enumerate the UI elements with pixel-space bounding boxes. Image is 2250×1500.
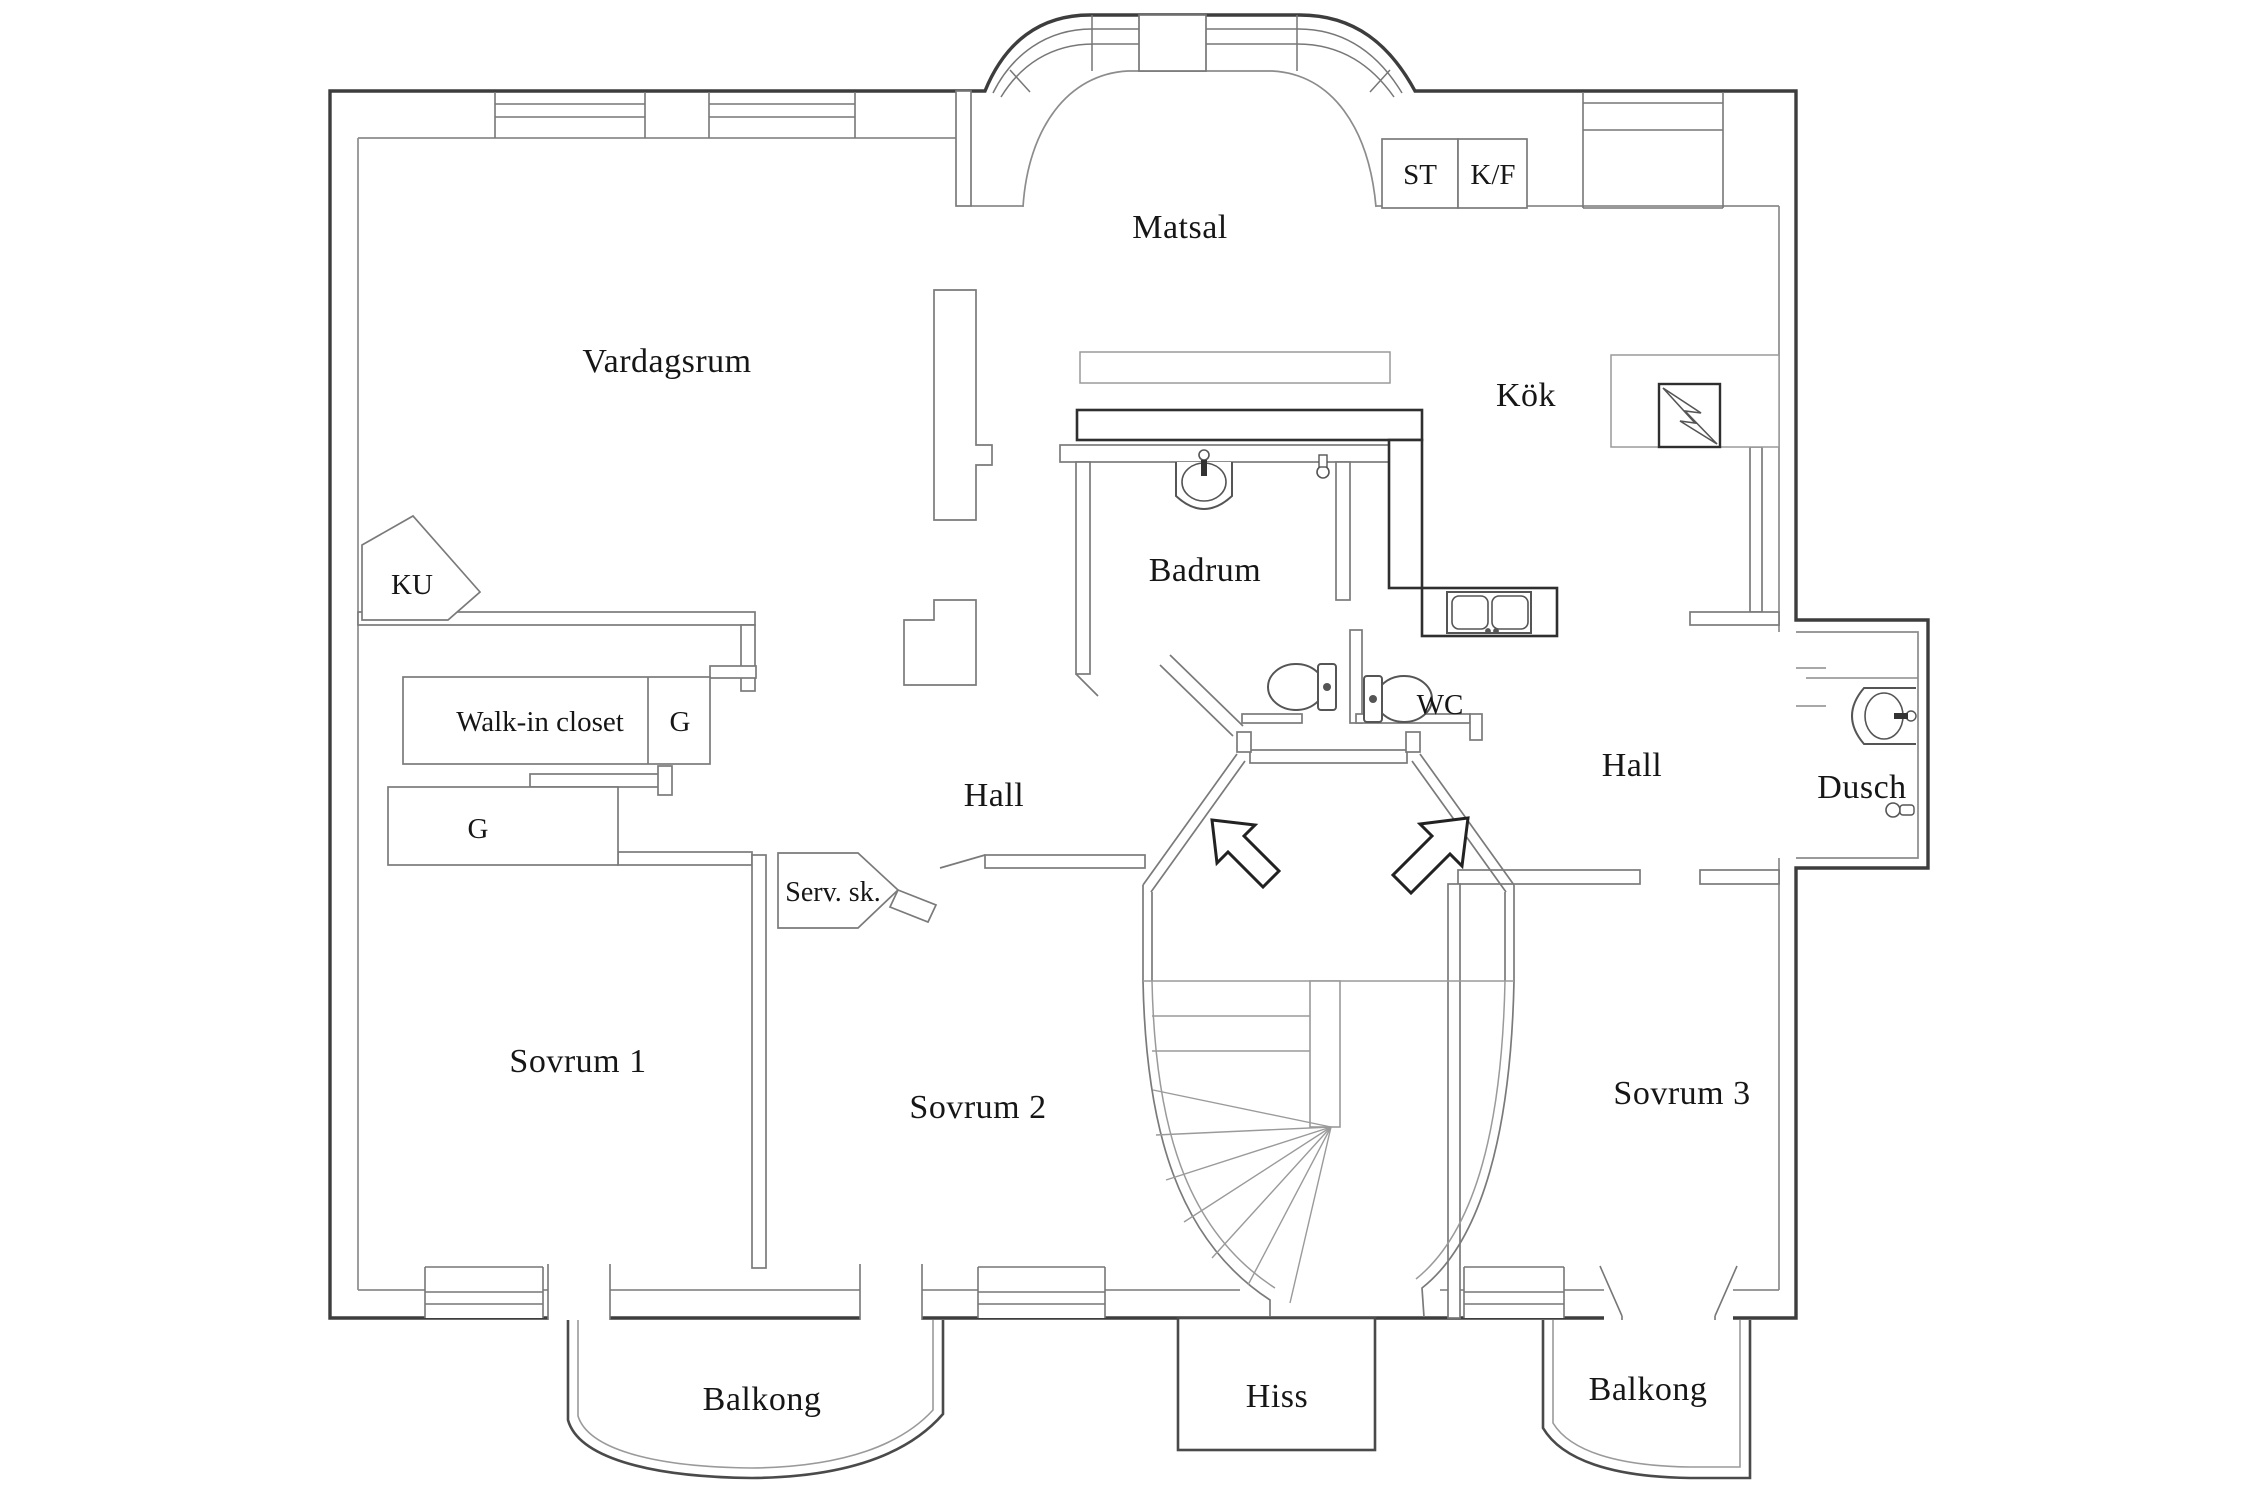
kitchen-upper-cabinet <box>1079 351 1391 384</box>
kitchen <box>1075 351 1780 638</box>
wall-wc-notch <box>1469 713 1483 741</box>
dusch-door-opening <box>1796 668 1826 706</box>
wall-sovrum3-north-left <box>1457 869 1641 885</box>
wall-sovrum1-sovrum2 <box>751 854 767 1269</box>
ku-unit: KU <box>361 514 482 621</box>
kitchen-counter-top <box>1075 408 1424 442</box>
window-sovrum2 <box>977 1266 1106 1318</box>
g-closet: G <box>387 786 619 866</box>
wall-sovrum2-north <box>984 854 1146 869</box>
wall-sovrum3-west <box>1447 883 1461 1319</box>
toilet-badrum-icon <box>1267 663 1337 711</box>
label-hiss: Hiss <box>1246 1378 1308 1415</box>
serv-sk-door-leaf <box>888 888 938 924</box>
walk-in-closet-label: Walk-in closet <box>456 706 624 738</box>
st-kf-cabinets: ST K/F <box>1381 138 1528 209</box>
label-balkong-left: Balkong <box>703 1381 822 1418</box>
balcony-right <box>1541 1320 1752 1480</box>
bathroom-sink-icon <box>1175 449 1233 510</box>
label-sovrum3: Sovrum 3 <box>1613 1075 1750 1112</box>
shower-handle-icon <box>1885 802 1915 818</box>
shower-tap-icon <box>1316 454 1330 479</box>
door-balkong-sovrum3 <box>1599 1264 1738 1320</box>
kf-cabinet <box>1457 138 1528 209</box>
wall-tab <box>709 665 757 679</box>
balcony-left <box>566 1320 945 1480</box>
kitchen-double-sink-icon <box>1446 591 1532 634</box>
window-vardagsrum-1 <box>494 92 646 138</box>
wall-matsal-hall-pier <box>933 289 993 521</box>
wall-vardagsrum-matsal <box>955 90 972 207</box>
label-sovrum1: Sovrum 1 <box>509 1043 646 1080</box>
stair-treads <box>1152 1015 1332 1304</box>
label-dusch: Dusch <box>1817 769 1906 806</box>
wall-badrum-west-tip <box>1075 673 1099 697</box>
label-balkong-right: Balkong <box>1589 1371 1708 1408</box>
wall-stub-left <box>1236 731 1252 753</box>
serv-sk-label: Serv. sk. <box>785 877 880 908</box>
badrum-fixtures <box>1175 449 1433 723</box>
window-sovrum1 <box>424 1266 544 1318</box>
bay-window <box>992 14 1403 208</box>
g-lower-label: G <box>468 813 489 845</box>
wall-stair-chamfer-left <box>1142 753 1246 893</box>
label-badrum: Badrum <box>1149 552 1262 589</box>
wall-kok-pantry <box>1749 446 1763 613</box>
wall-closet-south <box>529 773 661 788</box>
wall-badrum-north <box>1059 444 1423 463</box>
wall-sovrum3-north-right <box>1699 869 1780 885</box>
direction-arrow-up-right-icon <box>1390 816 1470 896</box>
window-sovrum3 <box>1463 1266 1565 1318</box>
bay-center-pier <box>1138 14 1207 72</box>
label-matsal: Matsal <box>1132 209 1228 246</box>
wall-badrum-wc-divider <box>1349 629 1363 724</box>
lightning-bolt-icon <box>1662 387 1718 445</box>
stairwell <box>1142 731 1515 1318</box>
wall-step <box>740 624 756 692</box>
g-upper-label: G <box>670 706 691 738</box>
label-hall-left: Hall <box>964 777 1025 814</box>
kf-label: K/F <box>1470 159 1515 191</box>
door-jamb-sovrum2 <box>939 854 986 869</box>
window-kok <box>1582 92 1724 209</box>
wall-wc-south-1 <box>1241 713 1303 724</box>
door-balkong-sovrum1 <box>547 1264 611 1320</box>
top-windows <box>494 92 1724 209</box>
wall-badrum-west <box>1075 461 1091 675</box>
label-vardagsrum: Vardagsrum <box>582 343 751 380</box>
label-hall-right: Hall <box>1602 747 1663 784</box>
ku-label: KU <box>391 569 433 601</box>
bottom-openings <box>424 1264 1738 1320</box>
wall-stair-north <box>1249 749 1408 764</box>
interior-walls <box>357 90 1780 1319</box>
elevator-shaft <box>1176 1316 1377 1452</box>
room-labels: Matsal Vardagsrum Kök Badrum WC Hall Hal… <box>509 209 1906 1418</box>
wall-sovrum1-north <box>617 851 753 866</box>
walk-in-closet: Walk-in closet G <box>402 676 711 765</box>
wall-cap <box>657 765 673 796</box>
door-balkong-sovrum2 <box>859 1264 923 1320</box>
wall-stub-right <box>1405 731 1421 753</box>
stair-stringer <box>1309 980 1341 1128</box>
dusch-sink-icon <box>1851 687 1917 745</box>
st-label: ST <box>1403 159 1437 191</box>
toilet-wc-icon <box>1363 675 1433 723</box>
wall-kok-hall <box>1689 611 1780 626</box>
label-sovrum2: Sovrum 2 <box>909 1089 1046 1126</box>
label-wc: WC <box>1417 689 1464 721</box>
dusch-room <box>1796 667 1918 818</box>
wall-vardagsrum-south <box>357 611 756 626</box>
label-kok: Kök <box>1496 377 1556 414</box>
outer-walls <box>328 13 1930 1320</box>
kitchen-counter-side <box>1387 438 1424 590</box>
wall-badrum-diagonal <box>1159 654 1244 737</box>
wall-badrum-east <box>1335 461 1351 601</box>
window-vardagsrum-2 <box>708 92 856 138</box>
serv-sk-closet: Serv. sk. <box>777 852 938 929</box>
wall-hall-pier <box>903 599 977 686</box>
direction-arrow-up-left-icon <box>1210 818 1282 890</box>
